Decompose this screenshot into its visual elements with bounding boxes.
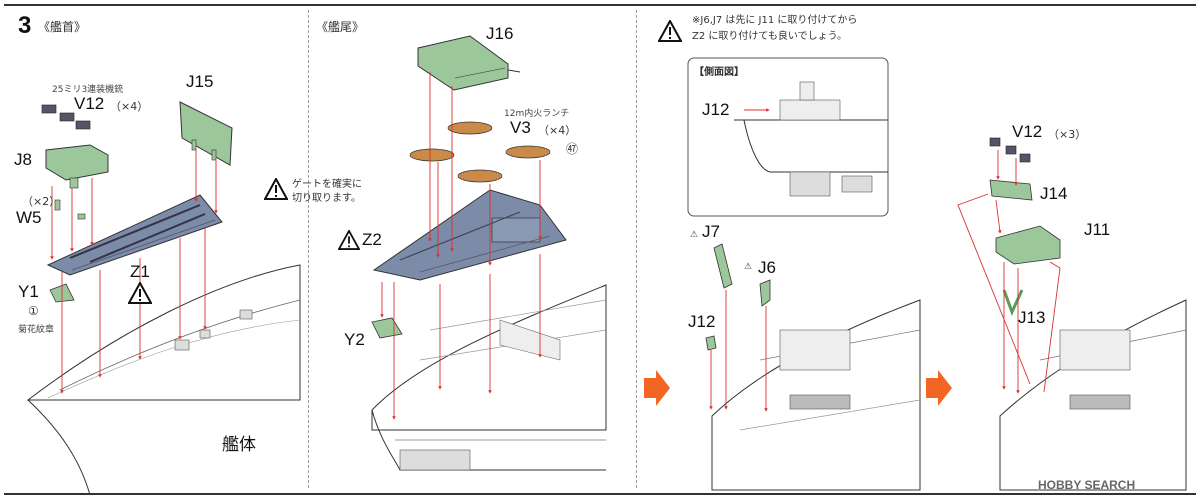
v12-guns [41, 104, 91, 130]
j15-part [179, 101, 233, 166]
label-circle-1: ① [28, 304, 39, 318]
label-hull: 艦体 [222, 435, 256, 454]
sub2-guide-lines [957, 150, 1061, 394]
side-view-j12: J12 [702, 100, 730, 119]
warning-icon-j6: ⚠ [744, 262, 753, 272]
stern-hull [371, 284, 607, 471]
j8-part [45, 144, 109, 189]
label-v12: V12 [74, 94, 105, 113]
label-circle-47: ㊼ [566, 142, 579, 156]
v3-launches [409, 121, 551, 183]
page-frame [4, 4, 1196, 495]
label-v12-qty: （×4） [110, 100, 149, 113]
side-view-title: 【側面図】 [694, 67, 744, 78]
label-y1: Y1 [18, 282, 39, 301]
stern-deck-part [372, 189, 567, 281]
w5-parts [54, 199, 86, 220]
sub2-hull [999, 299, 1187, 491]
label-j14: J14 [1040, 184, 1068, 203]
warning-icon-z2 [338, 230, 360, 250]
label-sub2-v12: V12 [1012, 122, 1043, 141]
stern-section-label: 《艦尾》 [316, 20, 365, 34]
optional-note-line2: Z2 に取り付けても良いでしょう。 [692, 31, 847, 42]
mg-note: 25ミリ3連装機銃 [52, 85, 124, 95]
label-j7: J7 [702, 222, 720, 241]
step-number: 3 [18, 12, 32, 39]
label-w5-qty: （×2） [22, 195, 61, 208]
label-j13: J13 [1018, 308, 1046, 327]
warning-icon-j7: ⚠ [690, 230, 699, 240]
label-j15: J15 [186, 72, 214, 91]
label-v3-qty: （×4） [538, 124, 577, 137]
side-view-box [687, 57, 889, 217]
next-arrow-1 [644, 370, 670, 406]
divider-2 [636, 10, 637, 488]
bow-guide-lines [50, 150, 218, 394]
sub1-hull [711, 299, 921, 491]
warning-icon-gate [264, 178, 288, 200]
label-j12: J12 [688, 312, 716, 331]
label-w5: W5 [16, 208, 42, 227]
sub1-parts [705, 243, 771, 351]
warning-icon-note [658, 20, 682, 42]
sub1-guide-lines [709, 290, 768, 412]
launch-note: 12m内火ランチ [504, 109, 570, 119]
optional-note-line1: ※J6,J7 は先に J11 に取り付けてから [692, 15, 858, 26]
label-sub2-v12-qty: （×3） [1048, 128, 1087, 141]
next-arrow-2 [926, 370, 952, 406]
label-j16: J16 [486, 24, 514, 43]
sub2-parts [989, 137, 1061, 316]
j16-part [417, 35, 521, 91]
label-j11: J11 [1084, 220, 1111, 239]
gate-note-line1: ゲートを確実に [292, 179, 362, 190]
label-j8: J8 [14, 150, 32, 169]
label-z1: Z1 [130, 262, 150, 281]
label-v3: V3 [510, 118, 531, 137]
label-j6: J6 [758, 258, 776, 277]
y2-part [371, 317, 403, 339]
label-z2: Z2 [362, 230, 382, 249]
label-crest: 菊花紋章 [18, 325, 55, 335]
divider-1 [308, 10, 309, 488]
bow-deck-part [46, 194, 223, 276]
label-y2: Y2 [344, 330, 365, 349]
warning-icon-z1 [128, 282, 152, 304]
watermark: HOBBY SEARCH [1038, 478, 1136, 492]
gate-note-line2: 切り取ります。 [292, 193, 361, 204]
bow-section-label: 《艦首》 [38, 20, 87, 34]
stern-guide-lines [380, 72, 542, 420]
